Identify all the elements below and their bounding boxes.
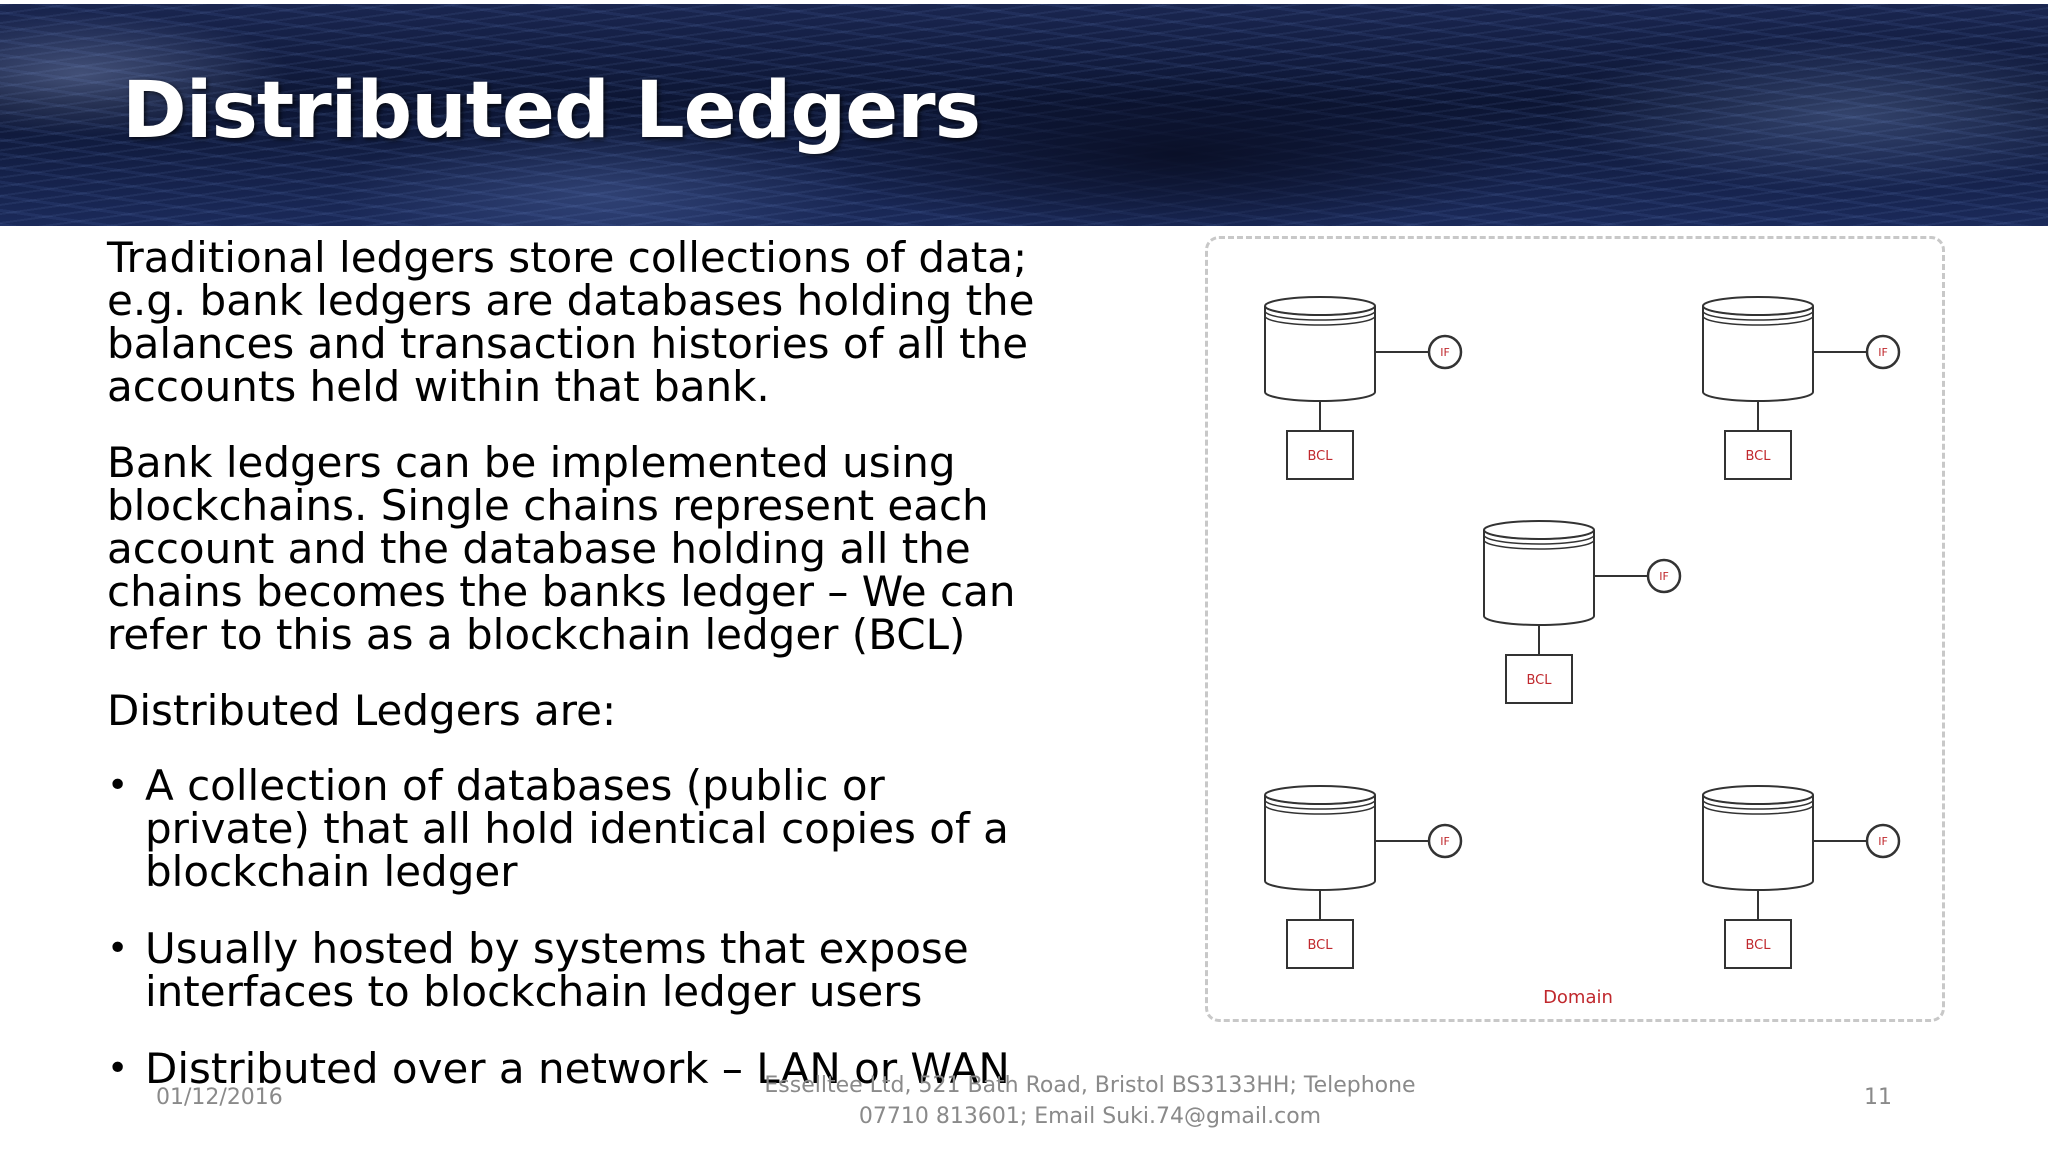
interface-label: IF xyxy=(1878,835,1888,848)
interface-node xyxy=(1646,558,1682,594)
bullet-lead-text: Distributed Ledgers are: xyxy=(107,686,617,735)
bcl-label: BCL xyxy=(1307,938,1333,953)
database-ring xyxy=(1264,310,1376,321)
footer-contact-line2: 07710 813601; Email Suki.74@gmail.com xyxy=(858,1104,1322,1129)
diagram-canvas: IF BCL IF BCL IF BCL IF BCL IF BCL Domain xyxy=(1264,296,1901,1008)
bcl-box xyxy=(1724,919,1792,969)
paragraph-bank-ledgers: Bank ledgers can be implemented using bl… xyxy=(107,438,1016,659)
bcl-box xyxy=(1724,430,1792,480)
slide-body: Traditional ledgers store collections of… xyxy=(107,236,1037,1124)
bullet-item: • Distributed over a network – LAN or WA… xyxy=(107,1047,1037,1090)
interface-node xyxy=(1427,334,1463,370)
bullet-dot: • xyxy=(107,928,129,969)
footer-date: 01/12/2016 xyxy=(156,1085,283,1110)
interface-label: IF xyxy=(1878,346,1888,359)
bullet-dot: • xyxy=(107,1048,129,1089)
domain-label: Domain xyxy=(1543,987,1613,1008)
bullet-text: Distributed over a network – LAN or WAN xyxy=(145,1044,1010,1093)
interface-label: IF xyxy=(1440,346,1450,359)
database-ring xyxy=(1264,794,1376,805)
database-ring xyxy=(1483,529,1595,540)
bullet-item: • Usually hosted by systems that expose … xyxy=(107,927,1037,1013)
interface-node xyxy=(1865,334,1901,370)
slide-number: 11 xyxy=(1864,1085,1892,1110)
title-banner: Distributed Ledgers xyxy=(0,4,2048,226)
database-ring xyxy=(1702,315,1814,326)
bullet-dot: • xyxy=(107,765,129,806)
database-ring xyxy=(1483,539,1595,550)
bcl-box xyxy=(1505,654,1573,704)
interface-label: IF xyxy=(1659,570,1669,583)
interface-label: IF xyxy=(1440,835,1450,848)
database-ring xyxy=(1702,310,1814,321)
database-ring xyxy=(1264,315,1376,326)
interface-node xyxy=(1865,823,1901,859)
database-ring xyxy=(1264,799,1376,810)
footer-contact-line1: Esselltee Ltd, 521 Bath Road, Bristol BS… xyxy=(764,1073,1416,1098)
bcl-label: BCL xyxy=(1526,673,1552,688)
bullet-item: • A collection of databases (public or p… xyxy=(107,764,1037,893)
bcl-label: BCL xyxy=(1307,449,1333,464)
bcl-box xyxy=(1286,919,1354,969)
paragraph-traditional-ledgers: Traditional ledgers store collections of… xyxy=(107,233,1035,411)
database-ring xyxy=(1483,534,1595,545)
bcl-label: BCL xyxy=(1745,449,1771,464)
distributed-ledger-diagram: IF BCL IF BCL IF BCL IF BCL IF BCL Domain xyxy=(1205,236,1945,1022)
database-ring xyxy=(1702,305,1814,316)
interface-node xyxy=(1427,823,1463,859)
database-ring xyxy=(1264,305,1376,316)
bcl-label: BCL xyxy=(1745,938,1771,953)
bcl-box xyxy=(1286,430,1354,480)
bullet-text: A collection of databases (public or pri… xyxy=(145,761,1009,896)
database-ring xyxy=(1702,804,1814,815)
database-ring xyxy=(1702,794,1814,805)
bullet-list: • A collection of databases (public or p… xyxy=(107,764,1037,1090)
bullet-text: Usually hosted by systems that expose in… xyxy=(145,924,969,1016)
database-ring xyxy=(1702,799,1814,810)
footer-contact: Esselltee Ltd, 521 Bath Road, Bristol BS… xyxy=(700,1070,1480,1132)
slide-title: Distributed Ledgers xyxy=(122,66,981,156)
database-ring xyxy=(1264,804,1376,815)
banner-background-image xyxy=(0,4,2048,226)
